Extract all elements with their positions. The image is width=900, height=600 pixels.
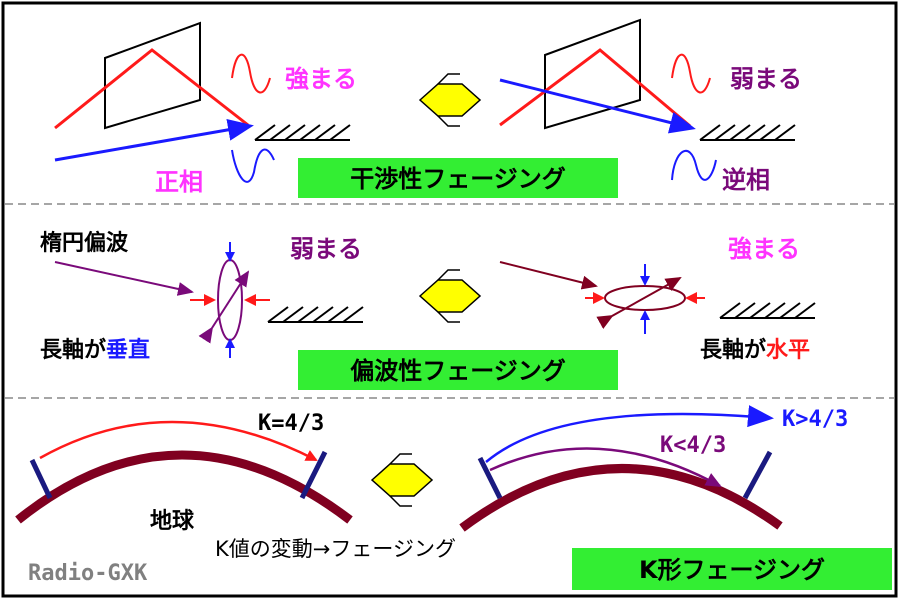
ground-hatch-p2-left (267, 306, 364, 323)
label-k-change: K値の変動→フェージング (215, 537, 456, 561)
label-anti-phase: 逆相 (722, 166, 770, 194)
watermark: Radio-GXK (28, 561, 148, 586)
label-strengthen-2: 強まる (728, 235, 800, 263)
label-major-axis-left: 長軸が垂直 (40, 337, 150, 363)
title-box-1 (298, 158, 618, 198)
label-elliptical: 楕円偏波 (40, 230, 129, 256)
earth-surface-right (459, 464, 783, 532)
equivalence-icon-1 (418, 83, 482, 117)
reflector-plate-right (544, 18, 641, 130)
sine-blue-left (231, 148, 275, 183)
title-box-2 (298, 350, 618, 390)
rotation-arrow-right (596, 277, 682, 329)
sine-red-right (671, 53, 711, 94)
panel-k-type: K=4/3 地球 K>4/3 K<4/3 K値の変動→フェージング Radio-… (15, 405, 892, 590)
label-weaken-2: 弱まる (290, 235, 362, 263)
path-k-greater (485, 405, 774, 463)
label-in-phase: 正相 (155, 168, 203, 196)
panel-polarization: 楕円偏波 弱まる 長軸が垂直 (40, 230, 816, 390)
label-k-equal: K=4/3 (258, 411, 324, 436)
title-k-type: K形フェージング (639, 556, 825, 584)
rotation-arrow-left (198, 270, 250, 344)
path-k-equal (39, 420, 318, 462)
antenna-left-a (29, 458, 53, 500)
reflected-wave-right (499, 48, 691, 128)
title-polarization: 偏波性フェージング (350, 357, 566, 385)
sine-red-left (231, 53, 271, 94)
arrow-elliptical-right (499, 261, 598, 290)
equivalence-icon-2 (418, 279, 482, 313)
title-box-3 (572, 548, 892, 590)
ground-hatch-left (254, 124, 351, 141)
direct-wave-right (499, 78, 696, 134)
ground-hatch-p2-right (719, 302, 816, 319)
panel-interference: 強まる 正相 弱まる 逆相 干渉性フェージング (54, 18, 802, 198)
label-k-less: K<4/3 (660, 433, 726, 458)
antenna-right-b (742, 450, 773, 500)
sine-blue-right (671, 150, 717, 181)
path-k-less (489, 447, 722, 488)
arrow-elliptical-left (54, 261, 194, 296)
label-weaken-1: 弱まる (730, 65, 802, 93)
antenna-left-b (299, 450, 328, 500)
antenna-right-a (477, 456, 503, 500)
label-earth: 地球 (150, 509, 195, 534)
label-major-axis-right: 長軸が水平 (700, 337, 810, 363)
label-strengthen-1: 強まる (285, 65, 357, 93)
reflected-wave-left (54, 48, 249, 130)
ground-hatch-right (699, 124, 796, 141)
title-interference: 干渉性フェージング (350, 165, 566, 193)
label-k-greater: K>4/3 (782, 407, 848, 432)
direct-wave-left (54, 118, 254, 162)
reflector-plate-left (104, 21, 201, 130)
equivalence-icon-3 (370, 463, 434, 497)
